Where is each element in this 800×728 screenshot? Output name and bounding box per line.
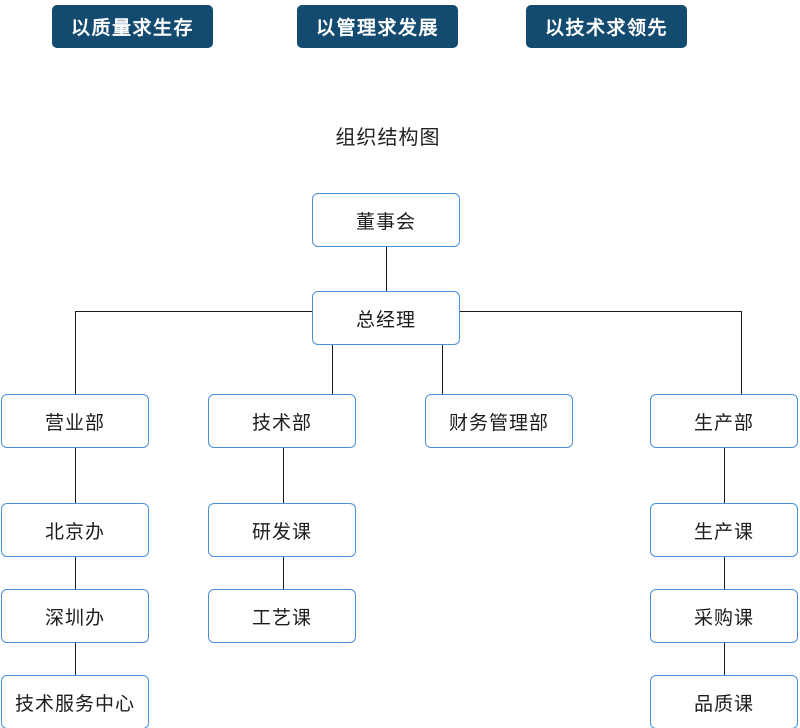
connector-board-to-gm [386, 247, 387, 291]
connector-prodsec-to-purchase [724, 557, 725, 589]
slogan-banner-2[interactable]: 以管理求发展 [297, 5, 458, 48]
org-node-process[interactable]: 工艺课 [208, 589, 356, 643]
connector-gm-to-production-drop [741, 311, 742, 394]
org-node-board[interactable]: 董事会 [312, 193, 460, 247]
connector-gm-to-finance [442, 345, 443, 394]
connector-tech-to-rd [283, 448, 284, 503]
connector-shenzhen-to-service [75, 643, 76, 675]
org-node-rd[interactable]: 研发课 [208, 503, 356, 557]
connector-gm-to-tech [332, 345, 333, 394]
org-node-quality[interactable]: 品质课 [650, 675, 798, 728]
org-node-gm[interactable]: 总经理 [312, 291, 460, 345]
org-node-sales[interactable]: 营业部 [1, 394, 149, 448]
page-title: 组织结构图 [335, 125, 441, 149]
connector-sales-to-beijing [75, 448, 76, 503]
connector-rd-to-process [283, 557, 284, 589]
org-node-service[interactable]: 技术服务中心 [1, 675, 149, 728]
org-node-finance[interactable]: 财务管理部 [425, 394, 573, 448]
connector-purchase-to-quality [724, 643, 725, 675]
org-node-beijing[interactable]: 北京办 [1, 503, 149, 557]
org-node-production[interactable]: 生产部 [650, 394, 798, 448]
org-node-shenzhen[interactable]: 深圳办 [1, 589, 149, 643]
connector-gm-to-sales-drop [75, 311, 76, 394]
org-node-purchase[interactable]: 采购课 [650, 589, 798, 643]
org-node-tech[interactable]: 技术部 [208, 394, 356, 448]
connector-beijing-to-shenzhen [75, 557, 76, 589]
org-node-prodsec[interactable]: 生产课 [650, 503, 798, 557]
connector-production-to-prodsec [724, 448, 725, 503]
slogan-banner-1[interactable]: 以质量求生存 [52, 5, 213, 48]
slogan-banner-3[interactable]: 以技术求领先 [526, 5, 687, 48]
